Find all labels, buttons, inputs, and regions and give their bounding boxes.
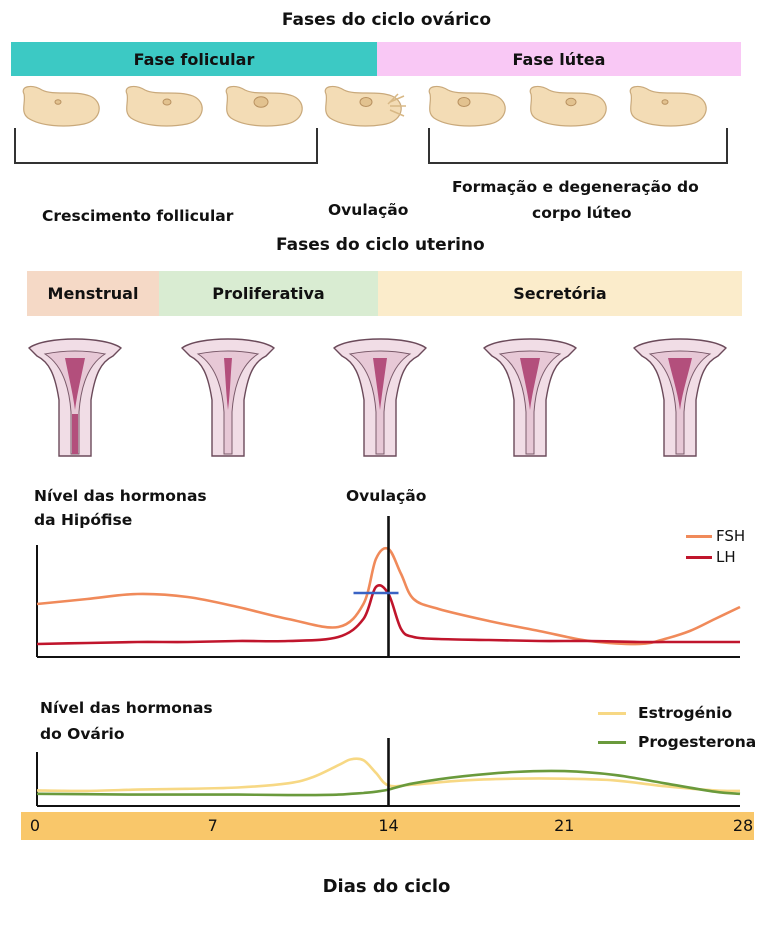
- tick-label-21: 21: [544, 816, 584, 835]
- tick-label-0: 0: [15, 816, 55, 835]
- tick-label-28: 28: [723, 816, 763, 835]
- tick-label-14: 14: [369, 816, 409, 835]
- x-axis-title: Dias do ciclo: [0, 876, 773, 897]
- tick-label-7: 7: [193, 816, 233, 835]
